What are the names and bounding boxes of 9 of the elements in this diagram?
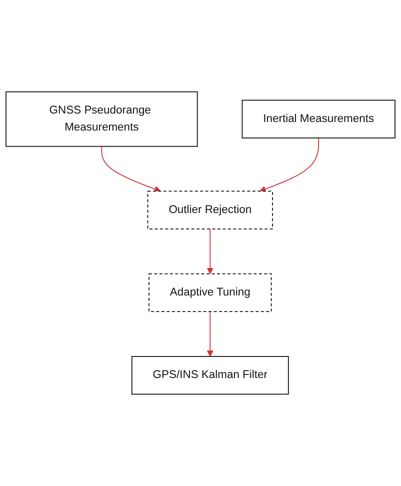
arrow <box>206 228 214 274</box>
arrow <box>101 146 161 192</box>
node-box: GNSS Pseudorange Measurements <box>6 91 198 147</box>
node-box: GPS/INS Kalman Filter <box>131 356 289 395</box>
arrow <box>259 138 320 192</box>
node-box: Adaptive Tuning <box>148 273 272 312</box>
node-box: Inertial Measurements <box>242 100 396 138</box>
node-box: Outlier Rejection <box>147 190 273 230</box>
arrow <box>206 311 214 357</box>
